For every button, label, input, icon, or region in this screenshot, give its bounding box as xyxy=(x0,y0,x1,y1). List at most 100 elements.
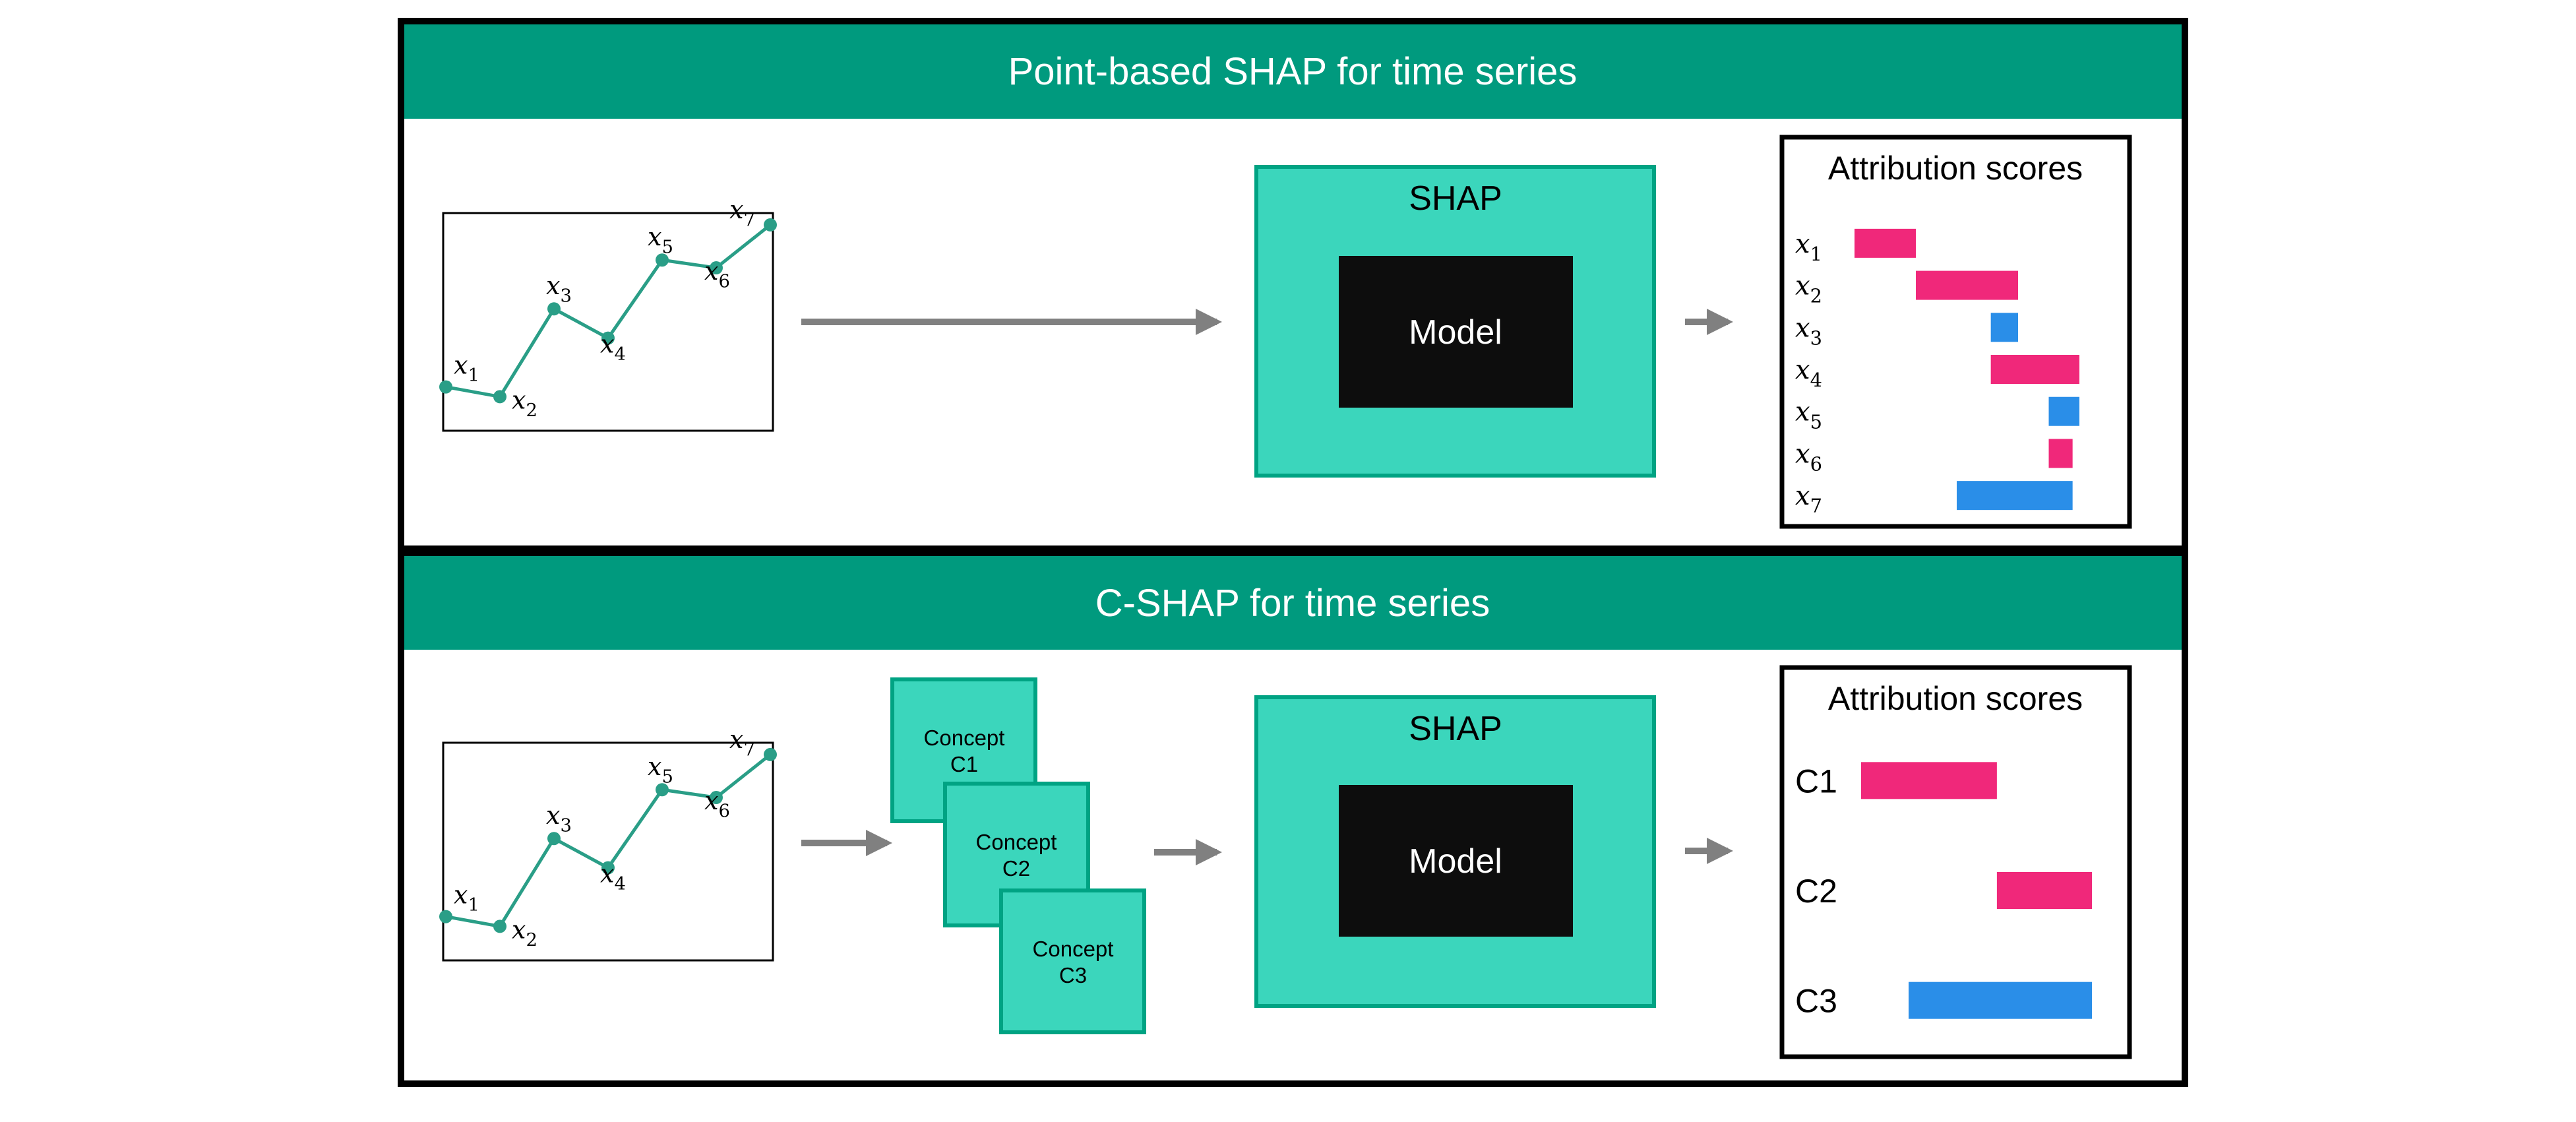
series-label-x2: x2 xyxy=(512,915,537,950)
concept-c3-box xyxy=(999,888,1146,1034)
series-point-x1 xyxy=(439,380,452,394)
model-label: Model xyxy=(1409,842,1502,881)
attribution-label-x7: x7 xyxy=(1795,481,1822,517)
attribution-bar-x1 xyxy=(1855,228,1916,258)
shap-label: SHAP xyxy=(1409,179,1502,218)
attribution-label-C1: C1 xyxy=(1795,763,1837,799)
time-series-frame xyxy=(442,212,774,432)
model-label: Model xyxy=(1409,313,1502,352)
attribution-bar-x5 xyxy=(2048,396,2079,426)
series-label-x7-subscript: 7 xyxy=(743,210,754,230)
series-label-x6-subscript: 6 xyxy=(718,801,729,821)
series-label-x6-subscript: 6 xyxy=(718,271,729,292)
series-point-x5 xyxy=(656,783,669,797)
series-label-x2-symbol: x xyxy=(512,915,526,944)
series-label-x3-subscript: 3 xyxy=(560,816,571,836)
series-point-x4 xyxy=(601,331,615,345)
series-point-x6 xyxy=(710,791,723,805)
series-label-x2-subscript: 2 xyxy=(526,400,537,421)
concept-c2-line1: Concept xyxy=(976,830,1057,854)
series-label-x2-symbol: x xyxy=(512,385,526,414)
attribution-label-x7-subscript: 7 xyxy=(1810,495,1822,517)
attribution-label-x5-subscript: 5 xyxy=(1810,411,1822,433)
series-label-x5-subscript: 5 xyxy=(661,237,673,258)
attribution-label-x2: x2 xyxy=(1795,271,1822,307)
attribution-bar-x2 xyxy=(1916,270,2018,300)
series-label-x6-symbol: x xyxy=(704,257,718,286)
attribution-scores-box xyxy=(1779,135,2132,529)
attribution-label-x4-subscript: 4 xyxy=(1810,369,1822,391)
series-label-x1-subscript: 1 xyxy=(468,895,479,916)
attribution-label-x1-subscript: 1 xyxy=(1810,243,1822,265)
series-label-x5-symbol: x xyxy=(648,752,661,781)
attribution-scores-title: Attribution scores xyxy=(1828,150,2083,187)
attribution-label-x2-subscript: 2 xyxy=(1810,285,1822,307)
top-panel-header xyxy=(404,24,2182,119)
series-label-x6-symbol: x xyxy=(704,786,718,815)
attribution-label-x6-symbol: x xyxy=(1795,439,1810,469)
series-label-x2: x2 xyxy=(512,385,537,420)
attribution-scores-title: Attribution scores xyxy=(1828,680,2083,717)
attribution-label-C3: C3 xyxy=(1795,983,1837,1020)
attribution-label-x1-symbol: x xyxy=(1795,229,1810,259)
concept-c2-line2: C2 xyxy=(1002,856,1030,881)
series-label-x1: x1 xyxy=(454,881,479,916)
attribution-label-x4: x4 xyxy=(1795,355,1822,391)
attribution-label-x4-symbol: x xyxy=(1795,355,1810,385)
series-label-x4: x4 xyxy=(600,330,626,365)
series-label-x7-symbol: x xyxy=(729,725,743,754)
concept-stack: Concept C1 Concept C2 Concept C3 xyxy=(890,677,1146,1034)
attribution-label-x5-symbol: x xyxy=(1795,397,1810,427)
attribution-label-x3: x3 xyxy=(1795,313,1822,349)
series-point-x3 xyxy=(547,302,561,316)
series-point-x5 xyxy=(656,253,669,267)
series-label-x2-subscript: 2 xyxy=(526,930,537,951)
attribution-label-C2: C2 xyxy=(1795,873,1837,910)
series-label-x6: x6 xyxy=(704,786,730,821)
series-label-x1-subscript: 1 xyxy=(468,365,479,386)
shap-label: SHAP xyxy=(1409,710,1502,748)
top-panel: Point-based SHAP for time series x1x2x3x… xyxy=(398,18,2188,552)
series-point-x6 xyxy=(710,261,723,275)
series-label-x3-subscript: 3 xyxy=(560,286,571,307)
attribution-bar-C1 xyxy=(1861,762,1997,799)
series-label-x4-symbol: x xyxy=(600,330,614,359)
series-point-x2 xyxy=(493,390,506,404)
bottom-panel-header xyxy=(404,556,2182,650)
series-label-x5-symbol: x xyxy=(648,222,661,251)
series-label-x7-symbol: x xyxy=(729,195,743,224)
attribution-bar-C2 xyxy=(1996,872,2092,909)
series-label-x3-symbol: x xyxy=(546,801,560,830)
concept-c1-line2: C1 xyxy=(950,752,978,776)
series-point-x1 xyxy=(439,910,452,923)
attribution-bar-x3 xyxy=(1990,313,2018,342)
attribution-label-x7-symbol: x xyxy=(1795,481,1810,511)
series-label-x1-symbol: x xyxy=(454,881,468,910)
series-label-x5: x5 xyxy=(648,752,673,787)
series-point-x4 xyxy=(601,861,615,875)
series-label-x4-subscript: 4 xyxy=(614,874,625,894)
series-point-x7 xyxy=(764,218,777,232)
attribution-bar-x4 xyxy=(1990,355,2079,384)
series-point-x7 xyxy=(764,747,777,761)
top-panel-title: Point-based SHAP for time series xyxy=(1008,50,1578,93)
attribution-bar-x6 xyxy=(2048,439,2073,468)
series-label-x7: x7 xyxy=(729,195,755,230)
series-label-x7: x7 xyxy=(729,725,755,760)
model-box xyxy=(1339,785,1573,937)
series-label-x3: x3 xyxy=(546,271,572,306)
attribution-label-x5: x5 xyxy=(1795,397,1822,433)
attribution-label-x2-symbol: x xyxy=(1795,271,1810,301)
series-label-x3: x3 xyxy=(546,801,572,836)
series-label-x1: x1 xyxy=(454,351,479,386)
series-label-x1-symbol: x xyxy=(454,351,468,380)
attribution-label-x1: x1 xyxy=(1795,229,1822,265)
series-label-x4-symbol: x xyxy=(600,859,614,888)
series-label-x5: x5 xyxy=(648,222,673,257)
